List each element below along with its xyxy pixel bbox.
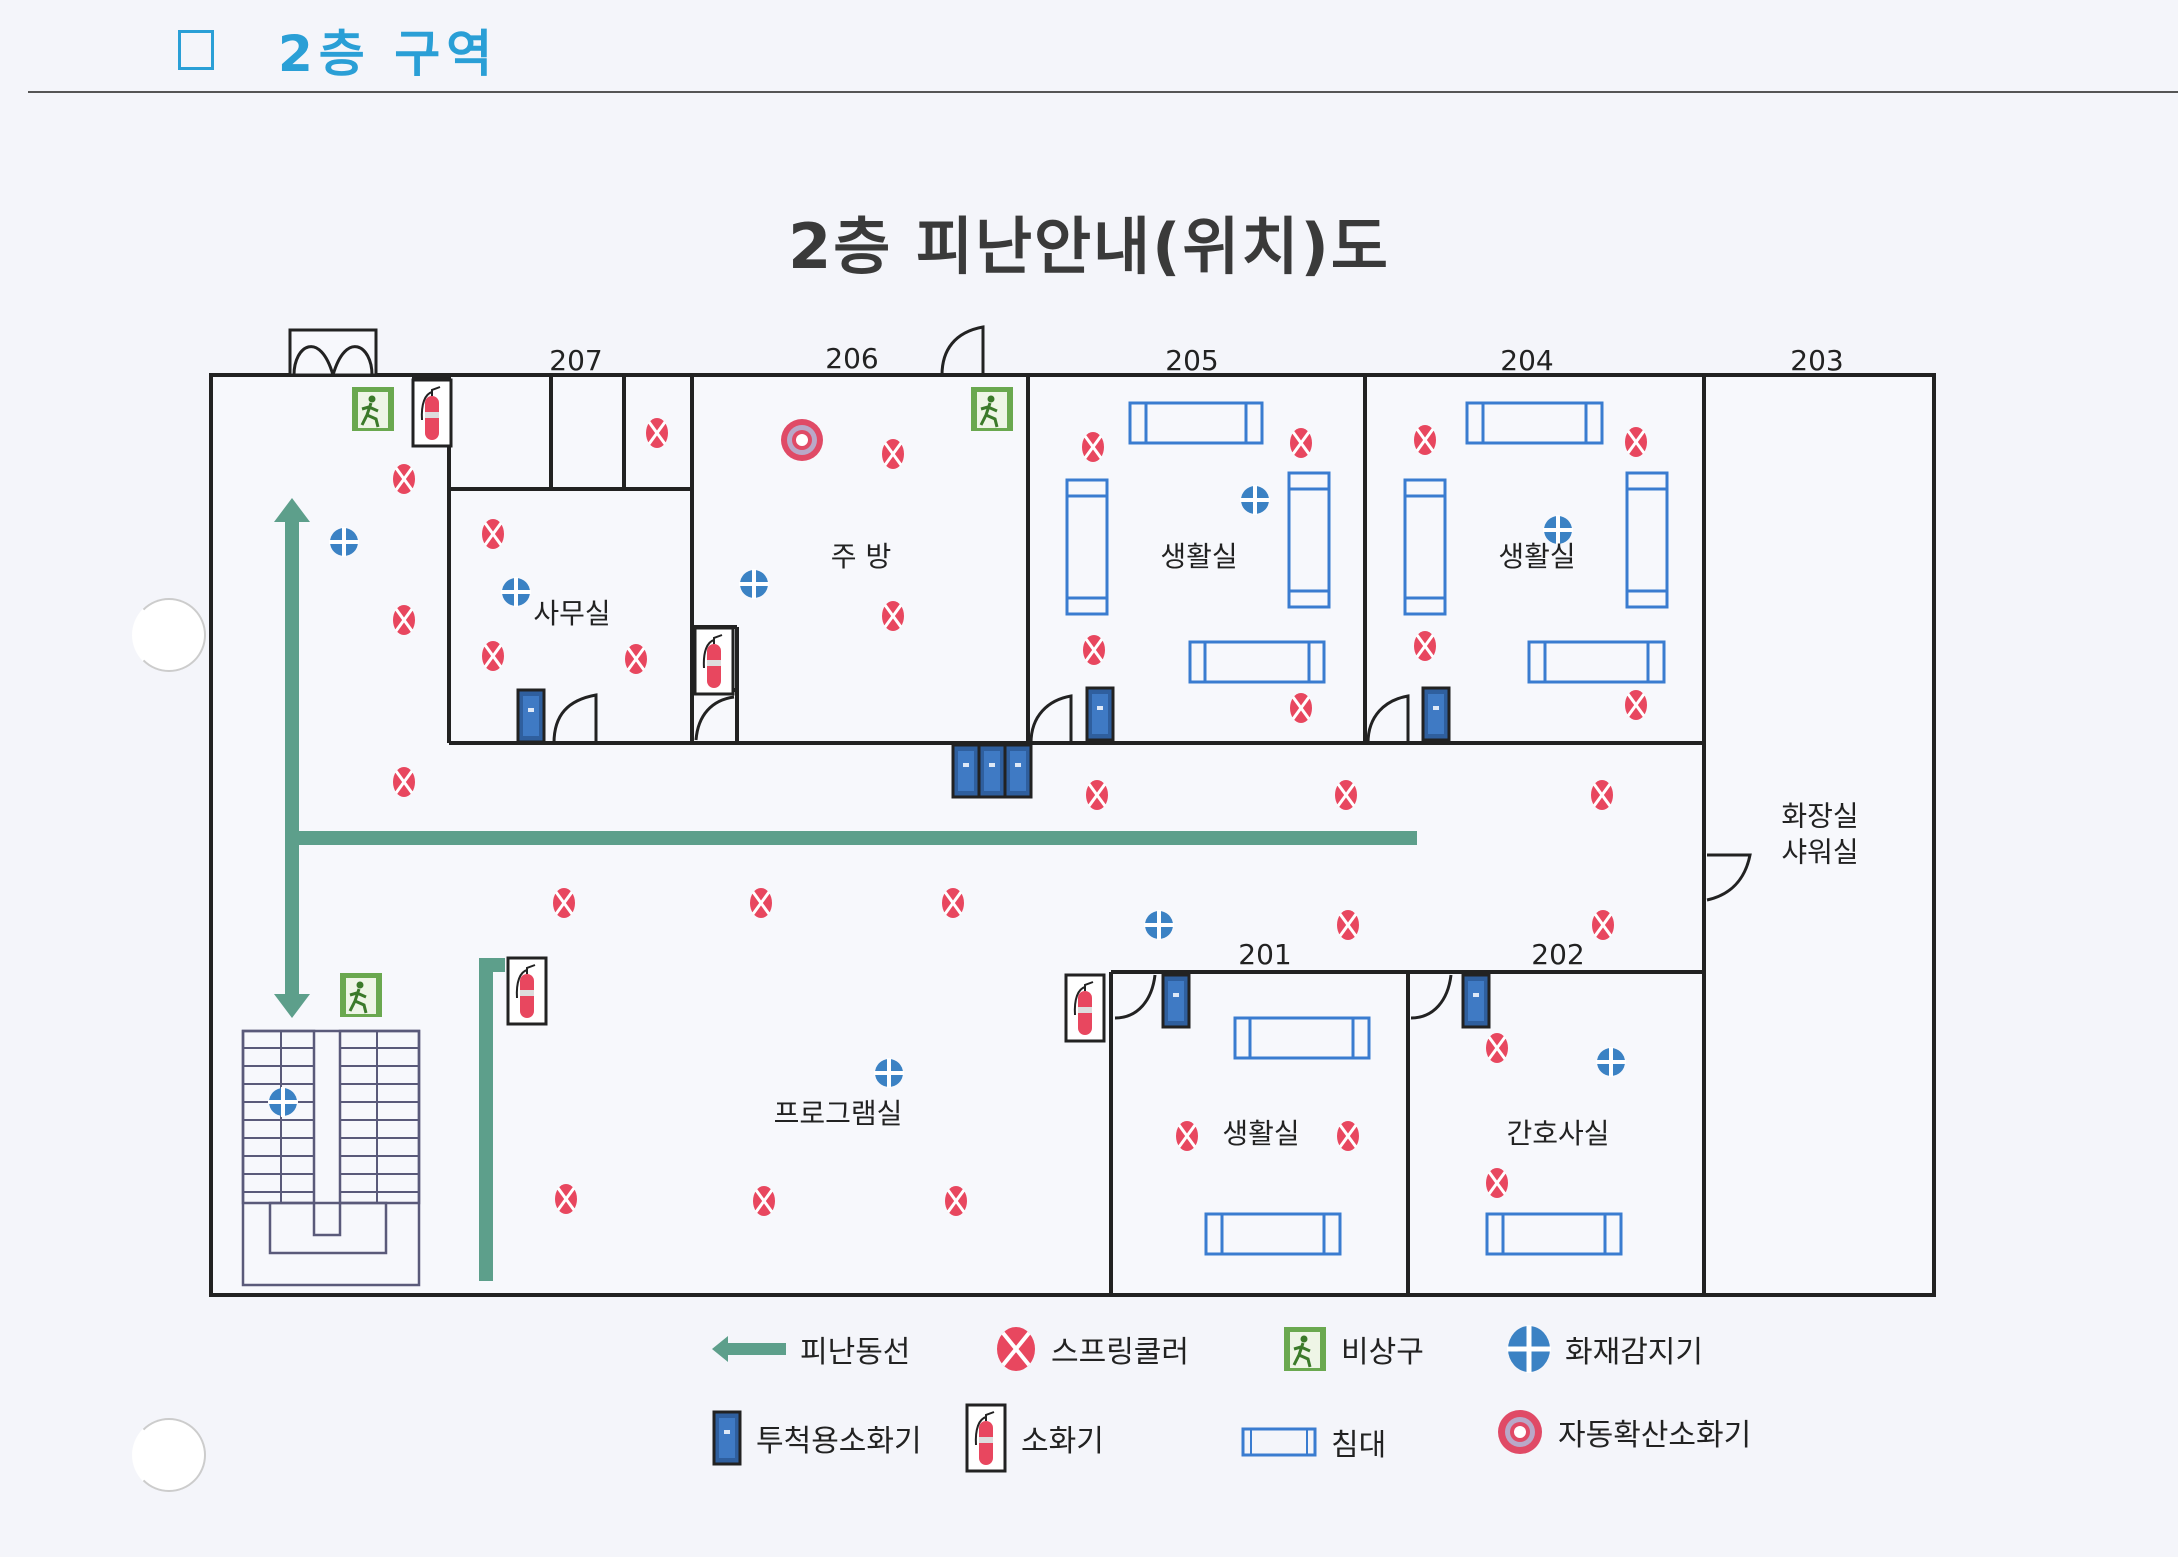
legend-label: 화재감지기 [1565,1335,1703,1370]
room-label-203-restroom: 화장실 샤워실 [1781,799,1858,872]
legend-item-extinguisher: 소화기 [965,1403,1241,1473]
legend-item-exit: 비상구 [1283,1325,1507,1373]
evacuation-arrow-icon [712,1336,786,1362]
room-number-205: 205 [1165,344,1219,377]
auto-diffusion-extinguishers [781,419,823,461]
legend-label: 소화기 [1021,1424,1104,1459]
sprinkler-icon [997,1327,1035,1371]
legend: 피난동선 스프링쿨러 비상구 화재감지기 투척용소화기 소화기 침대 [712,1325,1812,1473]
room-number-207: 207 [549,344,603,377]
legend-label: 자동확산소화기 [1558,1418,1752,1453]
map-title: 2층 피난안내(위치)도 [788,210,1390,283]
doors [288,325,1752,1020]
legend-item-auto-ext: 자동확산소화기 [1496,1391,1751,1473]
header-divider [28,91,2178,93]
legend-row-2: 투척용소화기 소화기 침대 자동확산소화기 [712,1403,1812,1473]
room-label-kitchen: 주 방 [830,539,892,573]
fire-extinguisher-icon [965,1403,1007,1473]
legend-item-bed: 침대 [1241,1411,1496,1473]
room-label-202-nurse: 간호사실 [1506,1116,1610,1150]
room-number-206: 206 [825,342,879,375]
room-label-restroom: 화장실 [1781,799,1859,833]
legend-label: 투척용소화기 [756,1424,922,1459]
room-label-program-room: 프로그램실 [773,1096,903,1130]
emergency-exit-icon [1283,1326,1327,1372]
auto-diffusion-extinguisher-icon [1498,1410,1542,1454]
room-label-201-living: 생활실 [1222,1116,1300,1150]
legend-label: 비상구 [1341,1335,1424,1370]
legend-label: 피난동선 [800,1335,911,1370]
section-title: 2층 구역 [278,25,499,83]
stairs [241,1029,421,1287]
section-checkbox-icon [178,30,214,70]
room-number-202: 202 [1531,938,1585,971]
bed-icon [1241,1427,1317,1457]
evacuation-routes [274,498,1417,1281]
beds [1065,401,1669,1256]
binder-hole [132,1418,206,1492]
legend-label: 스프링쿨러 [1051,1335,1189,1370]
throwable-extinguisher-icon [712,1410,742,1466]
legend-item-throw-ext: 투척용소화기 [712,1403,965,1473]
binder-hole [132,598,206,672]
room-label-204-living: 생활실 [1498,539,1576,573]
legend-row-1: 피난동선 스프링쿨러 비상구 화재감지기 [712,1325,1812,1373]
room-label-office: 사무실 [533,596,611,630]
room-label-shower: 샤워실 [1781,836,1859,869]
legend-item-detector: 화재감지기 [1507,1325,1703,1373]
legend-label: 침대 [1331,1428,1387,1463]
room-number-203: 203 [1790,344,1844,377]
legend-item-sprinkler: 스프링쿨러 [995,1325,1283,1373]
room-number-201: 201 [1238,938,1292,971]
room-label-205-living: 생활실 [1160,539,1238,573]
legend-item-evac-route: 피난동선 [712,1325,995,1373]
fire-detector-icon [1507,1325,1551,1373]
room-number-204: 204 [1500,344,1554,377]
